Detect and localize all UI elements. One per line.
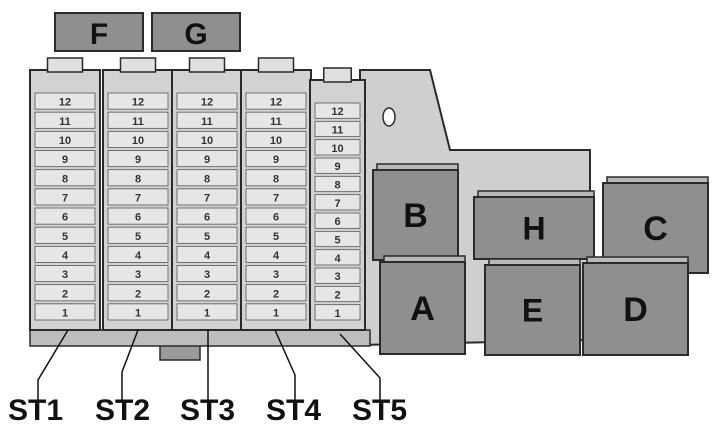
fuse-number: 10 [270,135,282,147]
relay-d: D [582,256,689,356]
fuse-number: 2 [62,288,68,300]
fuse-number: 1 [204,307,210,319]
callout-st3: ST3 [180,394,236,427]
relay-b: B [372,163,459,261]
fuse-number: 5 [62,231,68,243]
fuse-number: 12 [201,97,213,109]
fuse-number: 2 [273,288,279,300]
fuse-number: 8 [204,173,210,185]
fuse-number: 9 [204,154,210,166]
relay-h-label: H [522,211,545,247]
callout-st1: ST1 [8,394,64,427]
fuse-strip-4: 12 11 10 9 8 7 6 5 4 3 2 1 [240,57,312,331]
fuse-number: 5 [334,235,340,247]
fuse-number: 1 [334,308,340,320]
fuse-number: 11 [201,116,213,128]
fuse-number: 3 [334,271,340,283]
fuse-number: 1 [135,307,141,319]
callout-st2: ST2 [95,394,151,427]
fuse-number: 2 [204,288,210,300]
fuse-number: 3 [204,269,210,281]
relay-c-label: C [643,210,668,248]
fuse-number: 6 [62,212,68,224]
fuse-number: 3 [273,269,279,281]
callout-line-st4 [274,329,296,400]
fuse-number: 6 [135,212,141,224]
relay-f-label: F [90,18,108,51]
fuse-number: 6 [204,212,210,224]
fuse-number: 4 [62,250,69,262]
relay-h: H [473,190,595,260]
fuse-number: 12 [331,106,343,118]
fuse-number: 8 [135,173,141,185]
fuse-number: 1 [62,307,68,319]
relay-b-label: B [403,197,428,235]
fuse-strip-2: 12 11 10 9 8 7 6 5 4 3 2 1 [102,57,174,331]
fuse-number: 2 [135,288,141,300]
fuse-number: 11 [59,116,71,128]
fuse-number: 6 [334,216,340,228]
fuse-number: 10 [132,135,144,147]
fuse-strip-5: 12 11 10 9 8 7 6 5 4 3 2 1 [309,67,366,331]
fuse-number: 4 [334,253,341,265]
fuse-number: 7 [204,192,210,204]
fuse-number: 5 [273,231,279,243]
fuse-number: 8 [62,173,68,185]
relay-d-label: D [623,291,648,329]
relay-g: G [151,12,241,52]
relay-a-label: A [410,290,435,328]
callout-line-st2 [121,329,139,400]
fuse-number: 11 [270,116,282,128]
fuse-number: 11 [332,125,344,137]
fuse-number: 5 [135,231,141,243]
fuse-number: 5 [204,231,210,243]
fuse-number: 4 [135,250,142,262]
callout-line-st1 [37,329,69,400]
fuse-number: 10 [59,135,71,147]
fuse-strip-1: 12 11 10 9 8 7 6 5 4 3 2 1 [29,57,101,331]
fuse-number: 12 [270,97,282,109]
fuse-number: 11 [132,116,144,128]
fuse-number: 9 [334,161,340,173]
fuse-number: 3 [62,269,68,281]
callout-line-st5 [339,333,381,400]
fuse-number: 4 [273,250,280,262]
fuse-number: 4 [204,250,211,262]
relay-f: F [54,12,144,52]
fuse-number: 3 [135,269,141,281]
fuse-number: 9 [135,154,141,166]
fuse-number: 10 [331,143,343,155]
fuse-number: 2 [334,290,340,302]
relay-e: E [484,258,581,356]
fuse-strip-3: 12 11 10 9 8 7 6 5 4 3 2 1 [171,57,243,331]
fuse-number: 8 [273,173,279,185]
fuse-number: 9 [273,154,279,166]
fuse-number: 8 [334,180,340,192]
fuse-number: 10 [201,135,213,147]
relay-e-label: E [522,293,543,329]
fuse-number: 9 [62,154,68,166]
fuse-number: 7 [334,198,340,210]
callout-st5: ST5 [352,394,408,427]
fuse-number: 6 [273,212,279,224]
fuse-number: 7 [273,192,279,204]
callout-st4: ST4 [266,394,322,427]
fuse-number: 12 [132,97,144,109]
fuse-number: 7 [62,192,68,204]
relay-g-label: G [184,18,207,51]
fuse-number: 7 [135,192,141,204]
fuse-number: 1 [273,307,279,319]
relay-a: A [379,255,466,355]
fuse-number: 12 [59,97,71,109]
